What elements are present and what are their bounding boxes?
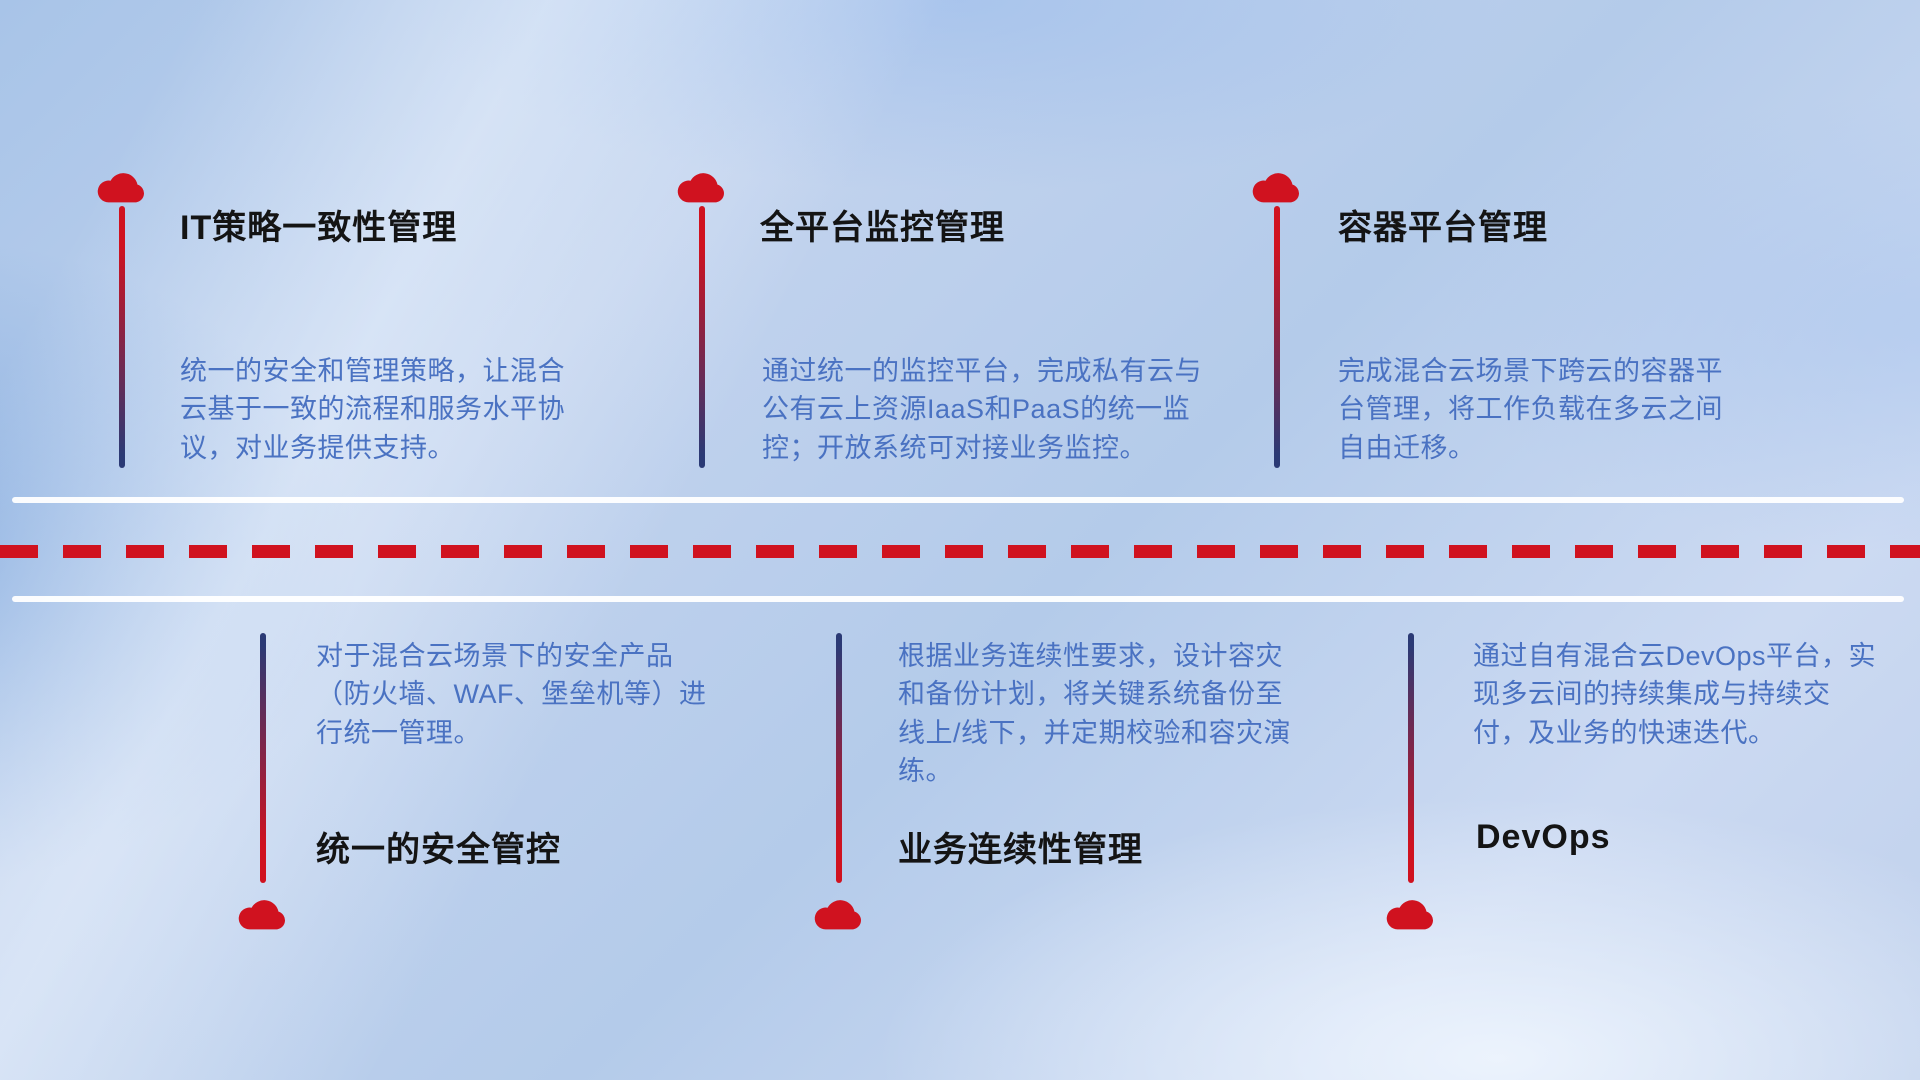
- item-title: 业务连续性管理: [898, 831, 1143, 869]
- separator-line-top: [12, 497, 1904, 503]
- item-description: 通过自有混合云DevOps平台，实现多云间的持续集成与持续交付，及业务的快速迭代…: [1473, 641, 1877, 748]
- cloud-icon: [1383, 893, 1441, 933]
- item-description: 对于混合云场景下的安全产品（防火墙、WAF、堡垒机等）进行统一管理。: [316, 641, 707, 748]
- connector-line: [119, 206, 125, 468]
- connector-line: [699, 206, 705, 468]
- item-title: DevOps: [1476, 818, 1611, 856]
- item-description: 统一的安全和管理策略，让混合云基于一致的流程和服务水平协议，对业务提供支持。: [180, 356, 565, 463]
- item-description: 完成混合云场景下跨云的容器平台管理，将工作负载在多云之间自由迁移。: [1338, 356, 1723, 463]
- item-title: 全平台监控管理: [760, 209, 1005, 247]
- connector-line: [1274, 206, 1280, 468]
- connector-line: [260, 633, 266, 883]
- separator-line-bottom: [12, 596, 1904, 602]
- cloud-icon: [1249, 166, 1307, 206]
- cloud-icon: [94, 166, 152, 206]
- item-description: 根据业务连续性要求，设计容灾和备份计划，将关键系统备份至线上/线下，并定期校验和…: [898, 641, 1292, 786]
- cloud-icon: [235, 893, 293, 933]
- connector-line: [1408, 633, 1414, 883]
- dashed-red-line: [0, 545, 1920, 558]
- cloud-icon: [811, 893, 869, 933]
- item-description: 通过统一的监控平台，完成私有云与公有云上资源IaaS和PaaS的统一监控；开放系…: [762, 356, 1202, 463]
- item-title: 容器平台管理: [1338, 209, 1548, 247]
- cloud-icon: [674, 166, 732, 206]
- item-title: 统一的安全管控: [316, 831, 561, 869]
- connector-line: [836, 633, 842, 883]
- item-title: IT策略一致性管理: [180, 209, 458, 247]
